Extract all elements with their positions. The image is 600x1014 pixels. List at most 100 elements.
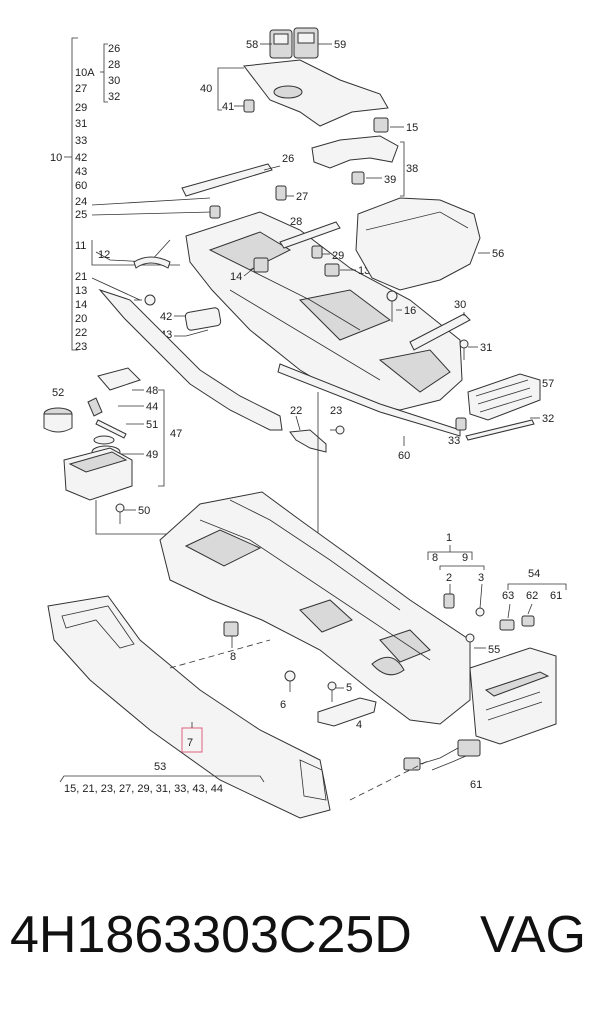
label-23b: 23 (330, 405, 342, 417)
label-33: 33 (75, 135, 87, 147)
label-8b: 8 (432, 552, 438, 564)
label-63: 63 (502, 590, 514, 602)
label-11: 11 (75, 240, 86, 252)
label-32b: 32 (542, 413, 554, 425)
label-25: 25 (75, 209, 87, 221)
label-28b: 28 (290, 216, 302, 228)
label-4: 4 (356, 719, 362, 731)
cable-51 (95, 419, 127, 439)
bracket-4 (317, 697, 377, 727)
label-8: 8 (230, 651, 236, 663)
group-53-items: 15, 21, 23, 27, 29, 31, 33, 43, 44 (64, 783, 223, 795)
label-29: 29 (75, 102, 87, 114)
screw-21 (134, 294, 156, 306)
label-33b: 33 (448, 435, 460, 447)
label-10: 10 (50, 152, 62, 164)
brand-label: VAG (480, 906, 586, 964)
label-61: 61 (550, 590, 562, 602)
label-27: 27 (75, 83, 87, 95)
label-60: 60 (75, 180, 87, 192)
switch-pair-58-59 (269, 27, 319, 59)
part-number: 4H1863303C25D (10, 906, 412, 964)
label-38: 38 (406, 163, 418, 175)
label-5: 5 (346, 682, 352, 694)
label-62: 62 (526, 590, 538, 602)
label-47: 47 (170, 428, 182, 440)
label-42: 42 (75, 152, 87, 164)
outer-side-trim-7 (47, 595, 331, 819)
label-53: 53 (154, 761, 166, 773)
label-41: 41 (222, 101, 234, 113)
label-9: 9 (462, 552, 468, 564)
trim-strip-28 (279, 221, 341, 249)
label-23: 23 (75, 341, 87, 353)
screw-16 (386, 290, 398, 322)
label-14b: 14 (230, 271, 242, 283)
label-55: 55 (488, 644, 500, 656)
insert-mat-42 (184, 307, 222, 331)
storage-box-47 (63, 447, 133, 501)
screw-5 (327, 681, 337, 702)
trim-22 (289, 429, 327, 453)
label-27b: 27 (296, 191, 308, 203)
exploded-parts-diagram: 26 28 30 32 10A 27 29 31 33 10 42 43 60 … (43, 27, 567, 819)
label-51: 51 (146, 419, 158, 431)
label-6: 6 (280, 699, 286, 711)
console-frame (159, 491, 471, 725)
label-54: 54 (528, 568, 540, 580)
trim-strip-26 (181, 163, 273, 197)
label-30b: 30 (454, 299, 466, 311)
label-39: 39 (384, 174, 396, 186)
label-28: 28 (108, 59, 120, 71)
trim-strip-30 (409, 313, 471, 351)
label-7: 7 (187, 737, 193, 749)
label-2: 2 (446, 572, 452, 584)
side-trim-left (98, 288, 283, 431)
label-26: 26 (108, 43, 120, 55)
label-59: 59 (334, 39, 346, 51)
label-60b: 60 (398, 450, 410, 462)
label-31: 31 (75, 118, 87, 130)
label-43: 43 (75, 166, 87, 178)
label-26b: 26 (282, 153, 294, 165)
cup-52 (43, 407, 73, 433)
label-40: 40 (200, 83, 212, 95)
label-16: 16 (404, 305, 416, 317)
label-50: 50 (138, 505, 150, 517)
screw-55 (465, 633, 475, 656)
label-13: 13 (75, 285, 87, 297)
label-49: 49 (146, 449, 158, 461)
armrest-lid-56 (355, 197, 481, 291)
label-3: 3 (478, 572, 484, 584)
screw-6 (284, 670, 296, 692)
label-52: 52 (52, 387, 64, 399)
label-20: 20 (75, 313, 87, 325)
mat-48 (97, 367, 141, 391)
label-61b: 61 (470, 779, 482, 791)
label-1: 1 (446, 532, 452, 544)
label-14: 14 (75, 299, 87, 311)
label-32: 32 (108, 91, 120, 103)
bracket-group-10 (64, 37, 108, 351)
air-vent-57 (467, 373, 541, 421)
trim-panel-10A (243, 59, 389, 127)
screw-23 (330, 425, 345, 435)
label-44: 44 (146, 401, 158, 413)
wiring-harness-61 (403, 739, 481, 771)
label-12: 12 (98, 249, 110, 261)
label-42b: 42 (160, 311, 172, 323)
label-10A: 10A (75, 67, 95, 79)
label-21: 21 (75, 271, 87, 283)
label-30: 30 (108, 75, 120, 87)
label-58: 58 (246, 39, 258, 51)
label-22: 22 (75, 327, 87, 339)
side-trim-right (277, 363, 461, 437)
cup-holder-cover-38 (311, 135, 399, 169)
label-15: 15 (406, 122, 418, 134)
label-31b: 31 (480, 342, 492, 354)
label-56: 56 (492, 248, 504, 260)
label-57: 57 (542, 378, 554, 390)
label-22b: 22 (290, 405, 302, 417)
screw-50 (115, 503, 125, 524)
screw-31 (459, 339, 469, 360)
